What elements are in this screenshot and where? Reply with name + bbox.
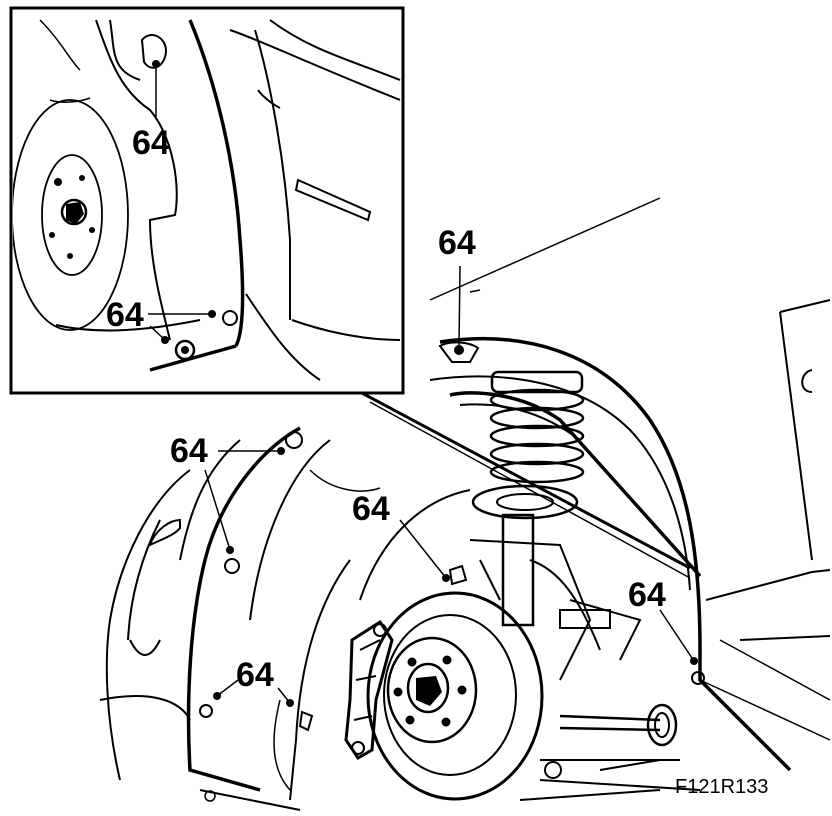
callout-label: 64 [106,296,144,334]
brake-disc [366,591,544,801]
callout-label: 64 [352,490,390,528]
leader-lines [204,265,695,704]
callout-label: 64 [438,224,476,262]
leader-line-icon [204,469,231,551]
front-bumper [99,469,301,811]
fastener-dot-icon [454,345,464,355]
callout-label: 64 [170,432,208,470]
brake-caliper [344,619,394,760]
leader-line-icon [659,609,695,662]
figure-id: F121R133 [675,776,768,798]
leader-line-icon [216,679,239,697]
callout-label: 64 [628,576,666,614]
leader-line-icon [399,519,447,579]
coil-spring [471,370,585,520]
leader-line-icon [277,687,291,704]
callout-labels: 64 64 64 64 64 [170,224,666,694]
shock-absorber [469,513,642,681]
leader-line-icon [458,265,461,347]
main-view [99,197,831,811]
wheel-housing-liner [179,426,471,801]
callout-label: 64 [132,124,170,162]
callout-label: 64 [236,656,274,694]
body-panel [429,197,831,641]
inset-pointer-line [359,390,691,570]
fastener-dot-icon [152,60,160,68]
clip-fastener [438,341,480,363]
leader-line-icon [149,325,166,341]
wheel-arch [429,336,831,772]
inset-detail-view: 64 64 [9,6,405,395]
